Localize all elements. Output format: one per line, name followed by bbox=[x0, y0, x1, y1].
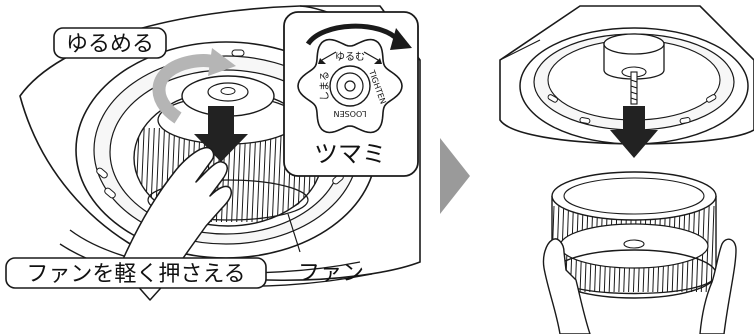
chevron-right-icon bbox=[440, 138, 470, 214]
knob-label: ツマミ bbox=[314, 140, 386, 168]
press-arrow-icon bbox=[194, 106, 248, 162]
left-hand-illustration bbox=[542, 238, 591, 334]
right-panel bbox=[499, 5, 754, 334]
press-fan-callout: ファンを軽く押さえる bbox=[5, 257, 267, 289]
knob-tighten-jp: しまる bbox=[319, 71, 331, 101]
loosen-callout: ゆるめる bbox=[53, 27, 167, 59]
loosen-label: ゆるめる bbox=[66, 32, 154, 57]
knob-detail-inset: ゆるむ しまる TIGHTEN LOOSEN ツマミ bbox=[283, 11, 419, 177]
left-panel: ゆるめる ファンを軽く押さえる ファン ゆるむ しまる bbox=[5, 5, 421, 301]
fan-leader-line bbox=[287, 213, 301, 253]
down-arrow-icon bbox=[610, 106, 658, 158]
fan-label: ファン bbox=[298, 261, 364, 286]
rotate-arrow-icon bbox=[152, 48, 236, 124]
knob-loosen-jp: ゆるむ bbox=[335, 51, 365, 63]
knob-loosen-en: LOOSEN bbox=[334, 109, 367, 118]
right-hand-illustration bbox=[699, 238, 737, 334]
motor bbox=[603, 33, 665, 105]
press-fan-label: ファンを軽く押さえる bbox=[26, 262, 245, 287]
